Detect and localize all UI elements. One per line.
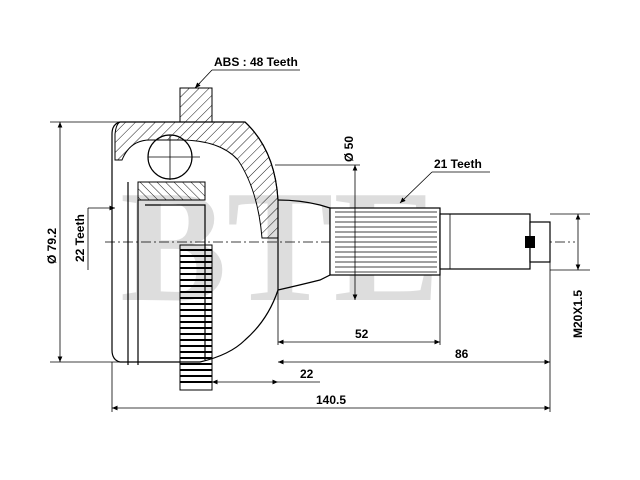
outer-spline-shaft	[329, 207, 441, 276]
cotter-hole	[525, 236, 535, 248]
inner-race	[137, 181, 206, 201]
housing-section-hatch	[114, 121, 279, 239]
dim-inner-teeth: 22 Teeth	[73, 214, 87, 262]
dim-shaft-diameter: Ø 50	[342, 136, 356, 162]
thread-stub	[439, 213, 531, 270]
dim-22: 22	[300, 367, 314, 381]
abs-ring-teeth	[179, 244, 213, 391]
dim-total-length: 140.5	[316, 393, 346, 407]
dim-outer-diameter: Ø 79.2	[45, 228, 59, 264]
dim-86: 86	[455, 347, 469, 361]
abs-teeth-label: ABS : 48 Teeth	[214, 55, 298, 69]
inner-bore	[145, 204, 206, 360]
abs-ring-tooth	[179, 87, 213, 123]
dim-thread: M20X1.5	[571, 290, 585, 338]
spline-lines	[335, 211, 437, 273]
outer-teeth-label: 21 Teeth	[434, 157, 482, 171]
dim-52: 52	[355, 327, 369, 341]
